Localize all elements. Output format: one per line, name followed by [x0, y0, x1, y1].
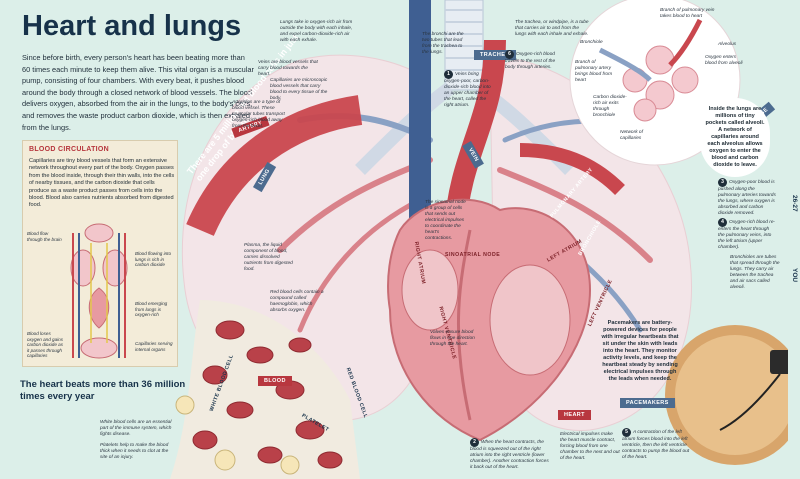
beats-fact: The heart beats more than 36 million tim…: [20, 379, 186, 402]
note-capillaries: Capillaries are microscopic blood vessel…: [270, 78, 328, 101]
note-valves: Valves ensure blood flows in one directi…: [430, 330, 475, 347]
note-veins: Veins are blood vessels that carry blood…: [258, 60, 318, 77]
note-white-cells: White blood cells are an essential part …: [100, 420, 172, 437]
number-1: 1: [444, 70, 453, 79]
circulation-diagram: [70, 223, 128, 359]
note-network: Network of capillaries: [620, 130, 643, 141]
circulation-heading: BLOOD CIRCULATION: [29, 146, 110, 153]
note-bronchi: The bronchi are the two tubes that lead …: [422, 32, 464, 55]
circ-label-capillaries: Capillaries serving internal organs: [135, 341, 173, 352]
page-number: 26-27: [791, 195, 798, 212]
note-trachea: The trachea, or windpipe, is a tube that…: [515, 20, 589, 37]
note-branch-artery: Branch of pulmonary artery brings blood …: [575, 60, 613, 83]
note-alveolus: Alveolus: [718, 42, 737, 47]
circ-label-into-lungs: Blood flowing into lungs is rich in carb…: [135, 251, 172, 268]
note-gas: Inside the lungs are millions of tiny po…: [700, 98, 770, 177]
note-plasma: Plasma, the liquid component of blood, c…: [244, 243, 293, 272]
section-label: YOU: [791, 268, 798, 283]
number-5: 5: [622, 428, 631, 437]
number-6: 6: [505, 50, 514, 59]
tag-trachea: TRACHEA: [474, 50, 516, 60]
number-4: 4: [718, 218, 727, 227]
circ-label-loses: Blood loses oxygen and gains carbon diox…: [27, 331, 64, 359]
number-3: 3: [718, 178, 727, 187]
page-sidebar: [788, 0, 800, 479]
tag-blood: BLOOD: [258, 376, 292, 386]
note-red-cells: Red blood cells contain a compound calle…: [270, 290, 324, 313]
note-sinoatrial: The sinoatrial node is a group of cells …: [425, 200, 466, 241]
circulation-box: BLOOD CIRCULATION Capillaries are tiny b…: [22, 140, 178, 367]
tag-pacemakers: PACEMAKERS: [620, 398, 675, 408]
note-impulses: Electrical impulses make the heart muscl…: [560, 432, 620, 461]
note-bronchioles: Bronchioles are tubes that spread throug…: [730, 255, 780, 290]
note-bronchiole-lbl: Bronchiole: [580, 40, 603, 45]
note-co2: Carbon dioxide-rich air exits through br…: [593, 95, 627, 118]
intro-paragraph: Since before birth, every person's heart…: [22, 53, 254, 132]
note-arterioles: Arterioles are a type of blood vessel. T…: [232, 100, 285, 129]
number-2: 2: [470, 438, 479, 447]
note-platelets: Platelets help to make the blood thick w…: [100, 443, 169, 460]
circulation-text: Capillaries are tiny blood vessels that …: [29, 158, 175, 209]
note-alveoli: Oxygen enters blood from alveoli: [705, 55, 743, 66]
circ-label-emerging: Blood emerging from lungs is oxygen-rich: [135, 301, 168, 318]
page-title: Heart and lungs: [22, 10, 242, 42]
tag-heart: HEART: [558, 410, 591, 420]
note-lungs: Lungs take in oxygen-rich air from outsi…: [280, 20, 353, 43]
note-branch-vein: Branch of pulmonary vein takes blood to …: [660, 8, 715, 19]
circ-label-brain: Blood flow through the brain: [27, 231, 62, 242]
note-pacemakers: Pacemakers are battery-powered devices f…: [601, 320, 679, 382]
label-sinoatrial: SINOATRIAL NODE: [445, 252, 501, 258]
